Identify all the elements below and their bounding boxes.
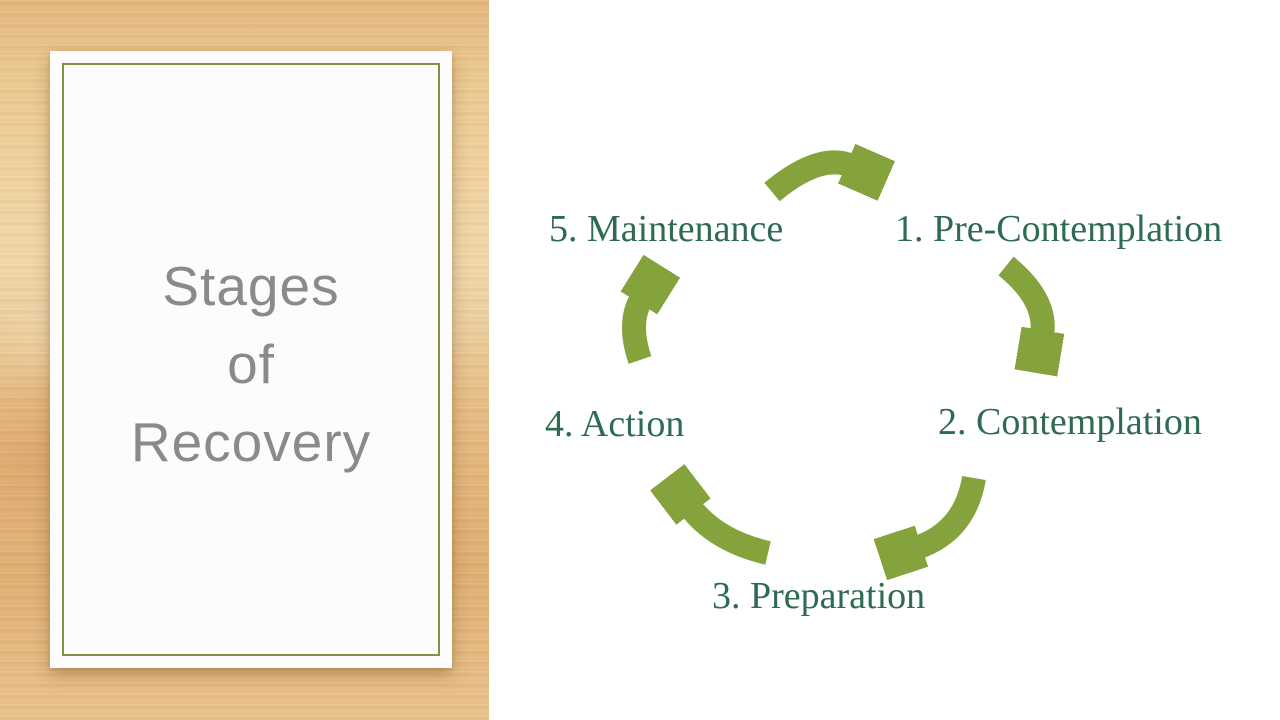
stage-label-maintenance: 5. Maintenance xyxy=(549,208,784,250)
title-line-2: of xyxy=(227,333,275,395)
arrow-preparation-to-action-icon xyxy=(690,507,771,565)
title-line-3: Recovery xyxy=(130,411,372,473)
stage-label-action: 4. Action xyxy=(545,403,685,445)
arrow-maintenance-to-precontemplation-icon xyxy=(764,162,852,202)
title-card: Stages of Recovery xyxy=(50,51,452,668)
slide-title: Stages of Recovery xyxy=(50,247,452,481)
arrow-precontemplation-to-contemplation-icon xyxy=(998,256,1043,336)
stage-label-contemplation: 2. Contemplation xyxy=(938,401,1202,443)
arrow-contemplation-to-preparation-icon xyxy=(916,475,986,548)
stage-label-preparation: 3. Preparation xyxy=(712,575,926,617)
arrow-action-to-maintenance-icon xyxy=(634,298,642,364)
wood-background-panel: Stages of Recovery xyxy=(0,0,489,720)
title-line-1: Stages xyxy=(162,255,340,317)
stage-label-pre-contemplation: 1. Pre-Contemplation xyxy=(895,208,1223,250)
